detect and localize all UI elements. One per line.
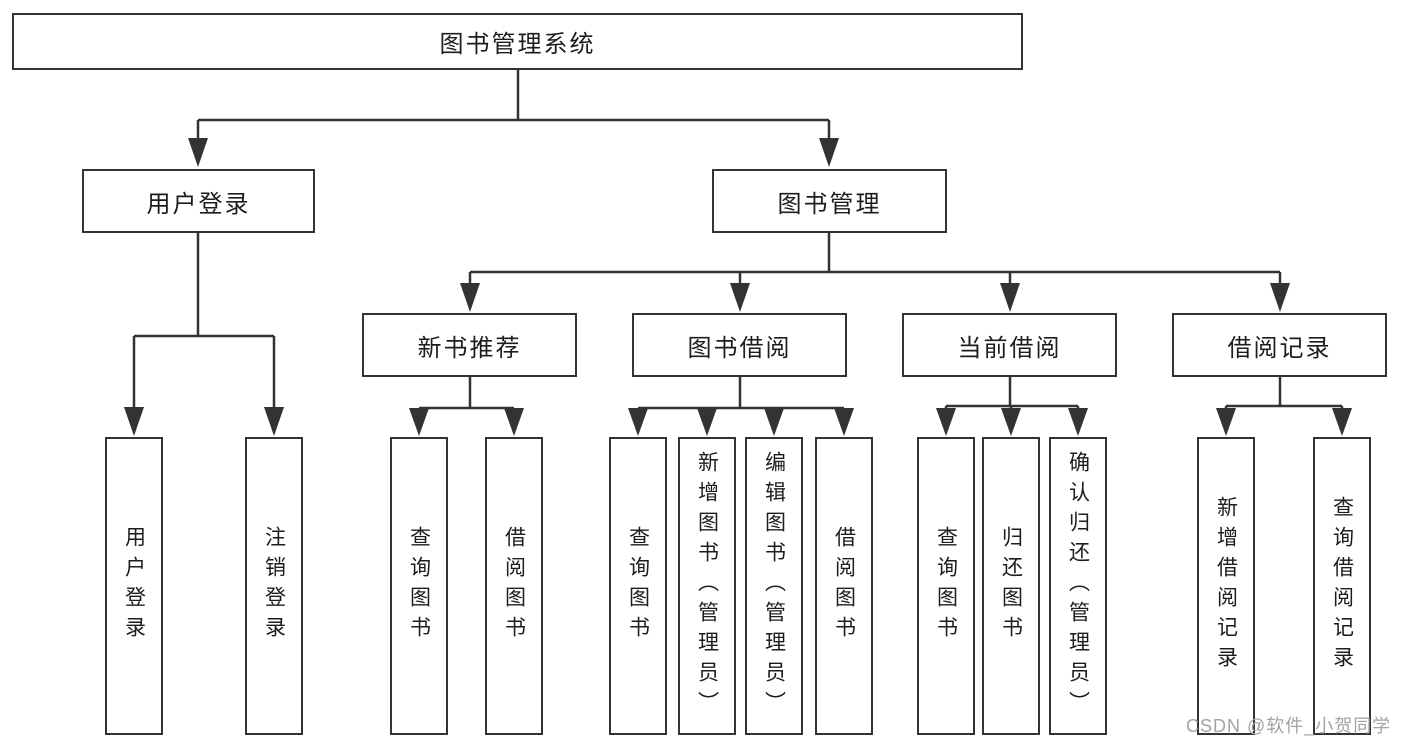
node-root-system: 图书管理系统 — [12, 13, 1023, 70]
leaf-borrow-edit-book-label: 编辑图书（管理员） — [762, 451, 786, 721]
edge-user-login-to-leaves — [132, 233, 276, 410]
leaf-record-add: 新增借阅记录 — [1197, 437, 1255, 735]
leaf-borrow-borrow-book-label: 借阅图书 — [832, 526, 856, 646]
leaf-borrow-query-book-label: 查询图书 — [626, 526, 650, 646]
leaf-borrow-borrow-book: 借阅图书 — [815, 437, 873, 735]
node-book-borrow: 图书借阅 — [632, 313, 847, 377]
node-root-system-label: 图书管理系统 — [439, 31, 596, 58]
leaf-borrow-edit-book: 编辑图书（管理员） — [745, 437, 803, 735]
node-new-book-recommend-label: 新书推荐 — [417, 334, 522, 362]
leaf-recommend-borrow-book: 借阅图书 — [485, 437, 543, 735]
leaf-current-query-book-label: 查询图书 — [934, 526, 958, 646]
csdn-watermark: CSDN @软件_小贺同学 — [1186, 716, 1392, 736]
leaf-user-login: 用户登录 — [105, 437, 163, 735]
arrowheads — [124, 138, 1352, 436]
node-current-borrow: 当前借阅 — [902, 313, 1117, 377]
leaf-current-confirm-return: 确认归还（管理员） — [1049, 437, 1107, 735]
node-book-management-branch-label: 图书管理 — [777, 190, 882, 218]
leaf-record-add-label: 新增借阅记录 — [1214, 496, 1238, 676]
leaf-recommend-query-book: 查询图书 — [390, 437, 448, 735]
node-user-login-branch: 用户登录 — [82, 169, 315, 233]
node-borrow-record-label: 借阅记录 — [1227, 334, 1332, 362]
leaf-borrow-add-book-label: 新增图书（管理员） — [695, 451, 719, 721]
node-user-login-branch-label: 用户登录 — [146, 190, 251, 218]
node-book-borrow-label: 图书借阅 — [687, 334, 792, 362]
leaf-logout: 注销登录 — [245, 437, 303, 735]
leaf-recommend-borrow-book-label: 借阅图书 — [502, 526, 526, 646]
leaf-borrow-add-book: 新增图书（管理员） — [678, 437, 736, 735]
edge-book-borrow-to-leaves — [636, 376, 846, 411]
leaf-record-query-label: 查询借阅记录 — [1330, 496, 1354, 676]
leaf-current-confirm-return-label: 确认归还（管理员） — [1066, 451, 1090, 721]
edge-current-borrow-to-leaves — [944, 376, 1080, 411]
leaf-current-query-book: 查询图书 — [917, 437, 975, 735]
node-borrow-record: 借阅记录 — [1172, 313, 1387, 377]
leaf-logout-label: 注销登录 — [262, 526, 286, 646]
leaf-recommend-query-book-label: 查询图书 — [407, 526, 431, 646]
leaf-borrow-query-book: 查询图书 — [609, 437, 667, 735]
node-new-book-recommend: 新书推荐 — [362, 313, 577, 377]
node-book-management-branch: 图书管理 — [712, 169, 947, 233]
leaf-current-return-book: 归还图书 — [982, 437, 1040, 735]
edge-borrow-record-to-leaves — [1224, 376, 1344, 411]
leaf-user-login-label: 用户登录 — [122, 526, 146, 646]
leaf-current-return-book-label: 归还图书 — [999, 526, 1023, 646]
edge-new-book-recommend-to-leaves — [417, 376, 516, 411]
node-current-borrow-label: 当前借阅 — [957, 334, 1062, 362]
edge-book-management-to-level3 — [468, 233, 1282, 286]
edge-root-to-level2 — [196, 70, 831, 140]
leaf-record-query: 查询借阅记录 — [1313, 437, 1371, 735]
